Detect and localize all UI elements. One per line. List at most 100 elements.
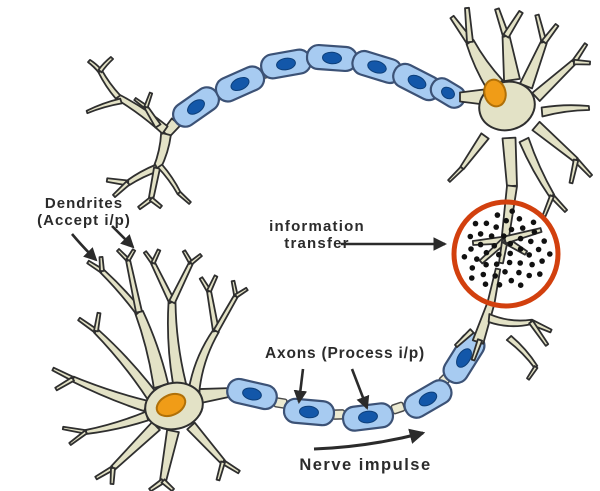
neurotransmitter-dot xyxy=(483,261,489,268)
dendrite-branch xyxy=(505,335,539,370)
axon-nucleus xyxy=(299,405,319,419)
dendrite-branch xyxy=(212,294,239,334)
dendrite-branch xyxy=(221,459,241,475)
dendrite-branch xyxy=(189,253,203,266)
neurotransmitter-dot xyxy=(517,246,524,252)
neurotransmitter-dot xyxy=(528,238,534,245)
dendrite-branch xyxy=(549,193,568,213)
neurotransmitter-dot xyxy=(488,233,495,239)
neurotransmitter-dot xyxy=(469,275,475,281)
axon-nucleus xyxy=(187,99,205,115)
dendrite-branch xyxy=(540,104,591,118)
axons-arrow-2 xyxy=(350,368,370,410)
nerve-impulse-arrow xyxy=(313,428,426,451)
dendrite-branch xyxy=(97,56,115,74)
dendrite-branch xyxy=(571,42,589,65)
neurotransmitter-dot xyxy=(516,269,522,276)
axon-nucleus xyxy=(407,74,427,90)
dendrite-branch xyxy=(447,165,465,183)
dendrite-branch xyxy=(84,410,150,435)
lower-axon-chain xyxy=(226,331,486,432)
neurotransmitter-dot xyxy=(493,224,500,230)
neurotransmitter-dot xyxy=(480,271,487,278)
dendrites-label: Dendrites (Accept i/p) xyxy=(8,195,160,230)
dendrite-branch xyxy=(526,365,539,381)
dendrites-arrow-2 xyxy=(111,225,135,249)
neurotransmitter-dot xyxy=(508,277,515,284)
information-transfer-label-line2: transfer xyxy=(284,234,350,252)
neurotransmitter-dot xyxy=(537,271,543,277)
dendrite-branch xyxy=(148,196,163,210)
synapse-circle xyxy=(451,199,561,309)
dendrite-branch xyxy=(519,39,548,90)
neurotransmitter-dot xyxy=(492,273,499,279)
neurotransmitter-dot xyxy=(517,260,523,266)
dendrite-branch xyxy=(168,261,194,305)
neurotransmitter-dot xyxy=(503,217,510,224)
dendrite-branch xyxy=(152,131,172,170)
neurotransmitter-dot xyxy=(477,231,484,237)
dendrite-branch xyxy=(54,376,75,392)
annotation-arrows xyxy=(71,225,448,451)
neurotransmitter-dot xyxy=(526,252,532,258)
axon-nucleus xyxy=(322,51,342,65)
dendrite-branch xyxy=(215,460,226,482)
neurotransmitter-dot xyxy=(509,208,515,214)
neurotransmitter-dot xyxy=(526,272,532,279)
dendrite-branch xyxy=(573,157,593,178)
dendrite-branch xyxy=(464,6,474,44)
neurotransmitter-dot xyxy=(467,233,474,240)
neurotransmitter-dot xyxy=(531,229,538,235)
neurotransmitter-dot xyxy=(491,243,498,249)
neurotransmitter-dot xyxy=(541,238,547,244)
neurotransmitter-dot xyxy=(517,282,524,289)
dendrite-branch xyxy=(459,132,490,171)
dendrite-branch xyxy=(186,421,226,465)
dendrite-branch xyxy=(143,91,154,109)
neurotransmitter-dot xyxy=(547,251,553,257)
dendrite-branch xyxy=(500,184,518,242)
dendrite-branch xyxy=(160,478,175,491)
dendrite-branch xyxy=(541,194,555,218)
dendrite-branch xyxy=(68,429,88,446)
nucleus xyxy=(155,392,187,418)
dendrite-branch xyxy=(501,34,521,82)
dendrite-branch xyxy=(494,7,510,38)
dendrite-branch xyxy=(454,328,475,348)
axons-arrow-1 xyxy=(293,368,308,405)
neurotransmitter-dot xyxy=(477,241,484,248)
upper-right-neuron xyxy=(447,6,593,265)
dendrite-branch xyxy=(541,23,560,45)
dendrite-branch xyxy=(150,248,162,265)
dendrite-branch xyxy=(112,180,131,198)
dendrite-branch xyxy=(230,279,239,298)
axons-label: Axons (Process i/p) xyxy=(265,345,425,362)
dendrite-branch xyxy=(157,163,182,195)
neurotransmitter-dot xyxy=(516,216,523,222)
dendrite-branch xyxy=(85,97,123,115)
dendrite-branch xyxy=(572,58,591,66)
axon-nucleus xyxy=(367,60,387,74)
dendrite-branch xyxy=(206,274,219,293)
axon-nucleus xyxy=(230,76,250,92)
dendrite-branch xyxy=(98,255,105,273)
dendrite-branch xyxy=(159,428,180,483)
neurotransmitter-dot xyxy=(468,246,474,252)
neurotransmitter-dot xyxy=(493,261,500,268)
dendrites-arrow-1 xyxy=(71,233,98,262)
neurotransmitter-dot xyxy=(519,225,526,231)
neurotransmitter-dot xyxy=(501,233,507,239)
dendrite-branch xyxy=(77,316,99,334)
neurotransmitter-dot xyxy=(496,282,503,288)
dendrite-branch xyxy=(534,13,548,44)
neurotransmitter-dot xyxy=(482,281,489,288)
dendrite-branch xyxy=(501,136,518,188)
neurotransmitter-dot xyxy=(517,235,524,242)
dendrites-label-line2: (Accept i/p) xyxy=(37,211,131,229)
upper-axon-chain xyxy=(172,43,467,128)
neurotransmitter-dot xyxy=(496,251,502,258)
axon-nucleus xyxy=(276,57,296,71)
axon-terminal-branches xyxy=(454,267,553,381)
